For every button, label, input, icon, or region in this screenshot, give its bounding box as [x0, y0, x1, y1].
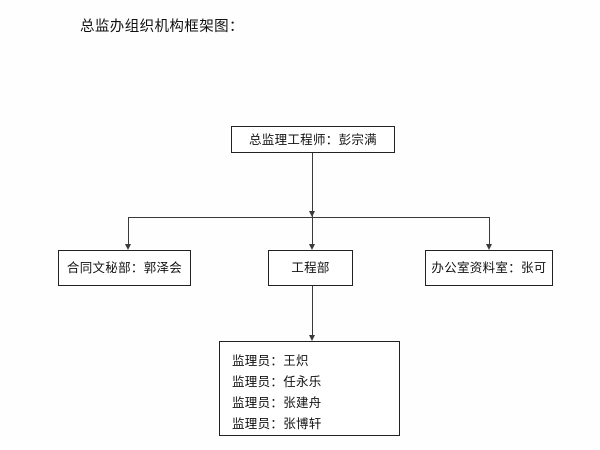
list-item: 监理员：张博轩	[232, 416, 322, 431]
connector-engineering-stem	[312, 286, 313, 335]
arrowhead-engineering-to-team	[308, 335, 315, 341]
arrowhead-branch-left	[124, 244, 131, 250]
node-director[interactable]: 总监理工程师：彭宗满	[231, 126, 395, 153]
node-supervisor-list[interactable]: 监理员：王炽 监理员：任永乐 监理员：张建舟 监理员：张博轩	[219, 341, 400, 436]
connector-horizontal-bus	[128, 217, 490, 218]
list-item: 监理员：王炽	[232, 353, 309, 368]
node-office-archive-dept-label: 办公室资料室：张可	[431, 260, 547, 275]
arrowhead-branch-center	[308, 244, 315, 250]
node-contract-secretary-dept[interactable]: 合同文秘部：郭泽会	[58, 250, 191, 286]
page-title: 总监办组织机构框架图：	[80, 19, 244, 35]
list-item: 监理员：任永乐	[232, 374, 322, 389]
node-office-archive-dept[interactable]: 办公室资料室：张可	[425, 250, 553, 286]
list-item: 监理员：张建舟	[232, 395, 322, 410]
arrowhead-branch-right	[485, 244, 492, 250]
node-contract-secretary-dept-label: 合同文秘部：郭泽会	[66, 260, 183, 275]
connector-branch-right	[489, 217, 490, 244]
connector-branch-center	[312, 217, 313, 244]
connector-branch-left	[128, 217, 129, 244]
connector-director-stem	[312, 153, 313, 217]
arrowhead-director-to-bus	[308, 211, 315, 217]
node-engineering-dept[interactable]: 工程部	[268, 250, 353, 286]
node-engineering-dept-label: 工程部	[291, 260, 330, 275]
node-director-label: 总监理工程师：彭宗满	[248, 131, 377, 147]
